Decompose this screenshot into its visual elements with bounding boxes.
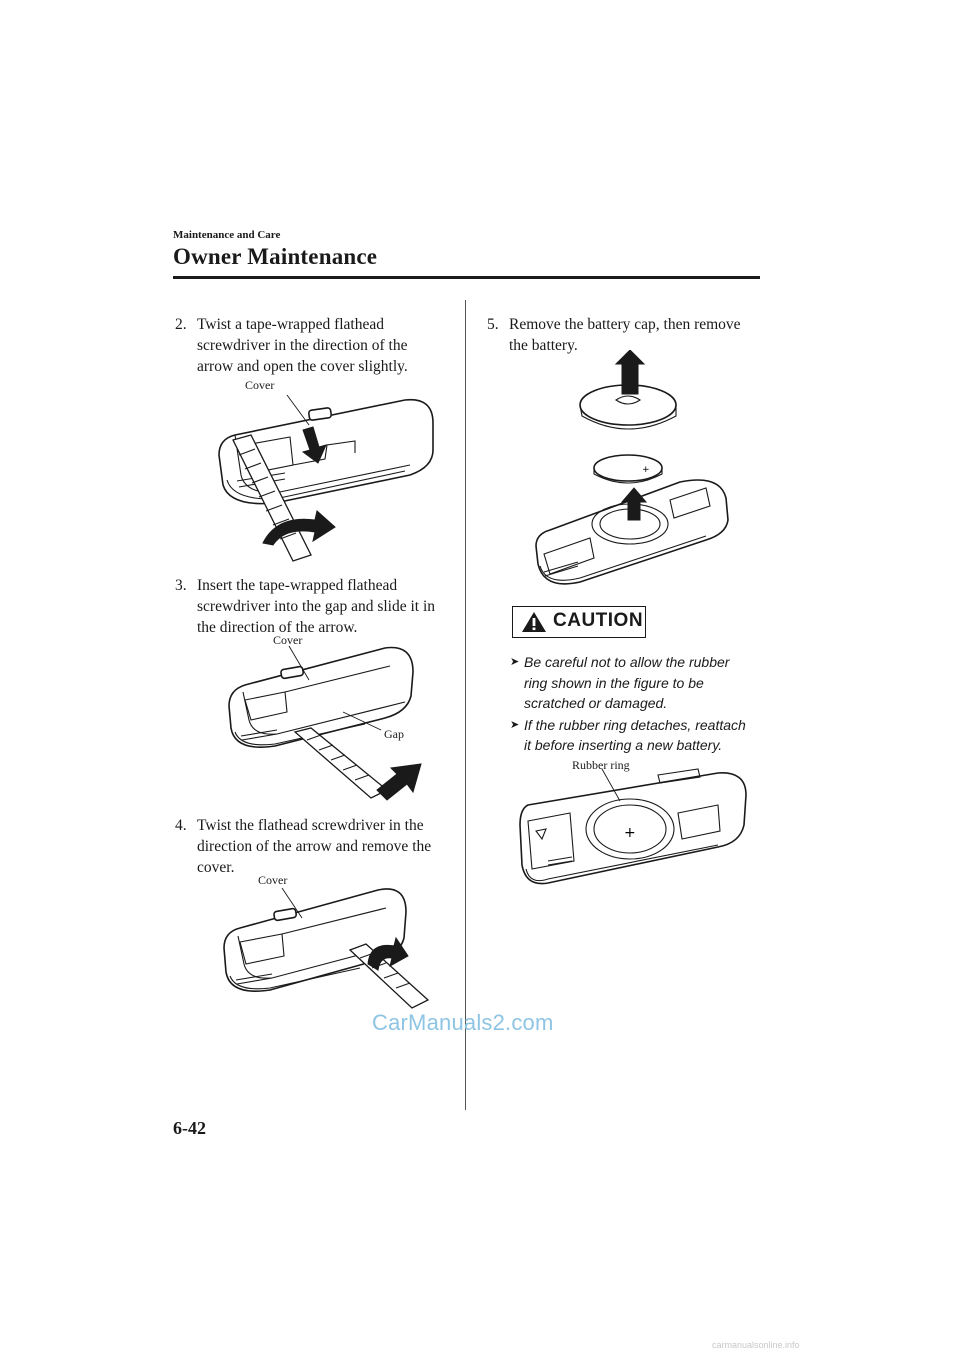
- step-line: Twist the flathead screwdriver in the: [197, 817, 424, 834]
- triangle-bullet-icon: ➤: [510, 718, 520, 731]
- label-cover: Cover: [245, 378, 275, 392]
- step-line: the battery.: [509, 337, 578, 354]
- step-line: direction of the arrow and remove the: [197, 838, 432, 855]
- label-rubber-ring: Rubber ring: [572, 758, 630, 772]
- figure-remove-battery: +: [535, 350, 729, 585]
- label-cover: Cover: [258, 873, 288, 887]
- step-5: 5. Remove the battery cap, then remove t…: [487, 314, 762, 364]
- label-cover: Cover: [273, 633, 303, 647]
- chapter-title: Owner Maintenance: [173, 244, 378, 269]
- caution-list: ➤ Be careful not to allow the rubber rin…: [510, 652, 760, 757]
- step-4: 4. Twist the flathead screwdriver in the…: [175, 815, 465, 885]
- caution-title: CAUTION: [553, 610, 644, 631]
- caution-line: ring shown in the figure to be: [524, 674, 704, 691]
- step-2: 2. Twist a tape-wrapped flathead screwdr…: [175, 314, 465, 384]
- label-gap: Gap: [384, 727, 404, 741]
- figure-rubber-ring: +: [519, 768, 747, 885]
- caution-item: ➤ If the rubber ring detaches, reattach …: [510, 715, 760, 756]
- triangle-bullet-icon: ➤: [510, 656, 520, 668]
- figure-remove-cover: [223, 887, 430, 1009]
- figure-twist-open-cover: [218, 394, 434, 562]
- step-3: 3. Insert the tape-wrapped flathead scre…: [175, 575, 465, 645]
- section-label: Maintenance and Care: [173, 229, 281, 241]
- figure-insert-gap: [228, 645, 422, 801]
- caution-item: ➤ Be careful not to allow the rubber rin…: [510, 652, 760, 714]
- caution-box: CAUTION: [512, 606, 646, 638]
- header-rule: [173, 276, 760, 279]
- caution-line: it before inserting a new battery.: [524, 737, 723, 753]
- step-line: Twist a tape-wrapped flathead: [197, 316, 384, 333]
- step-line: arrow and open the cover slightly.: [197, 358, 408, 375]
- warning-triangle-icon: [522, 612, 546, 632]
- step-line: the direction of the arrow.: [197, 619, 358, 636]
- watermark: CarManuals2.com: [372, 1010, 554, 1035]
- svg-text:+: +: [642, 465, 650, 475]
- step-line: screwdriver in the direction of the: [197, 337, 408, 354]
- step-line: Remove the battery cap, then remove: [509, 316, 741, 333]
- step-number: 5.: [487, 316, 499, 333]
- caution-line: scratched or damaged.: [524, 695, 668, 711]
- step-number: 3.: [175, 577, 187, 594]
- footer-url: carmanualsonline.info: [712, 1340, 800, 1350]
- column-divider: [465, 300, 466, 1110]
- svg-text:+: +: [624, 825, 636, 841]
- step-line: screwdriver into the gap and slide it in: [197, 598, 436, 615]
- step-number: 2.: [175, 316, 187, 333]
- page-number: 6-42: [173, 1118, 206, 1138]
- step-number: 4.: [175, 817, 187, 834]
- step-line: cover.: [197, 859, 235, 876]
- caution-line: Be careful not to allow the rubber: [524, 654, 730, 670]
- step-line: Insert the tape-wrapped flathead: [197, 577, 398, 594]
- caution-line: If the rubber ring detaches, reattach: [524, 716, 746, 733]
